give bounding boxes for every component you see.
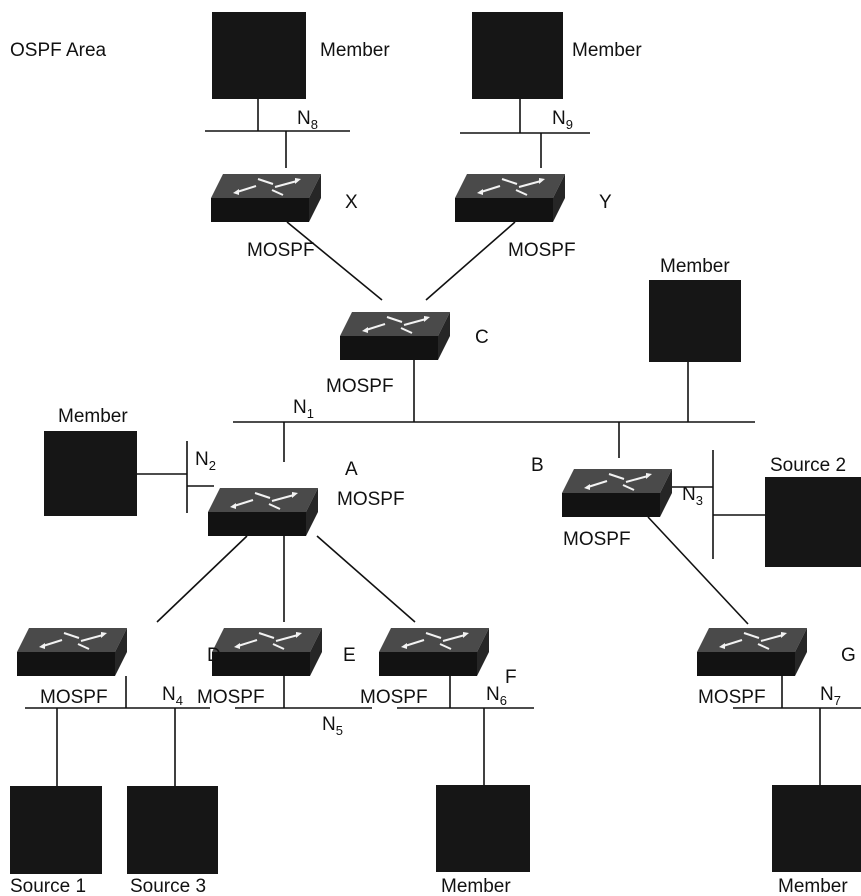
router-icon (211, 627, 323, 677)
host-icon (765, 477, 861, 567)
router-label-c: C (475, 327, 489, 348)
network-label-n3: N3 (682, 484, 703, 508)
network-label-n6: N6 (486, 684, 507, 708)
network-links (25, 98, 861, 786)
protocol-label-g: MOSPF (698, 687, 766, 708)
network-label-n2: N2 (195, 449, 216, 473)
router-label-x: X (345, 192, 358, 213)
host-icon (127, 786, 218, 874)
network-label-n8: N8 (297, 108, 318, 132)
protocol-label-b: MOSPF (563, 529, 631, 550)
host-label-member-n1: Member (660, 256, 730, 277)
router-icon (16, 627, 128, 677)
host-label-source-1: Source 1 (10, 876, 86, 896)
router-label-d: D (207, 645, 221, 666)
protocol-label-a: MOSPF (337, 489, 405, 510)
protocol-label-x: MOSPF (247, 240, 315, 261)
router-label-b: B (531, 455, 544, 476)
protocol-label-y: MOSPF (508, 240, 576, 261)
host-icon (10, 786, 102, 874)
host-label-member-n7: Member (778, 876, 848, 896)
host-label-member-n2: Member (58, 406, 128, 427)
router-icon (378, 627, 490, 677)
router-label-y: Y (599, 192, 612, 213)
host-icon (649, 280, 741, 362)
host-label-member-n6: Member (441, 876, 511, 896)
protocol-label-c: MOSPF (326, 376, 394, 397)
host-icon (44, 431, 137, 516)
host-icon (436, 785, 530, 872)
host-label-source-3: Source 3 (130, 876, 206, 896)
host-label-source-2: Source 2 (770, 455, 846, 476)
router-icon (696, 627, 808, 677)
network-label-n1: N1 (293, 397, 314, 421)
host-label-member-n8: Member (320, 40, 390, 61)
router-label-e: E (343, 645, 356, 666)
protocol-label-f: MOSPF (360, 687, 428, 708)
router-icon (210, 173, 322, 223)
router-label-g: G (841, 645, 856, 666)
host-label-member-n9: Member (572, 40, 642, 61)
router-icon (339, 311, 451, 361)
protocol-label-d: MOSPF (40, 687, 108, 708)
area-label: OSPF Area (10, 40, 107, 61)
router-icon (561, 468, 673, 518)
router-label-f: F (505, 667, 517, 688)
network-label-n9: N9 (552, 108, 573, 132)
router-icon (454, 173, 566, 223)
host-icon (772, 785, 861, 872)
host-icon (212, 12, 306, 99)
router-icon (207, 487, 319, 537)
network-label-n4: N4 (162, 684, 183, 708)
network-label-n5: N5 (322, 714, 343, 738)
protocol-label-e: MOSPF (197, 687, 265, 708)
host-icon (472, 12, 563, 99)
network-label-n7: N7 (820, 684, 841, 708)
router-label-a: A (345, 459, 358, 480)
